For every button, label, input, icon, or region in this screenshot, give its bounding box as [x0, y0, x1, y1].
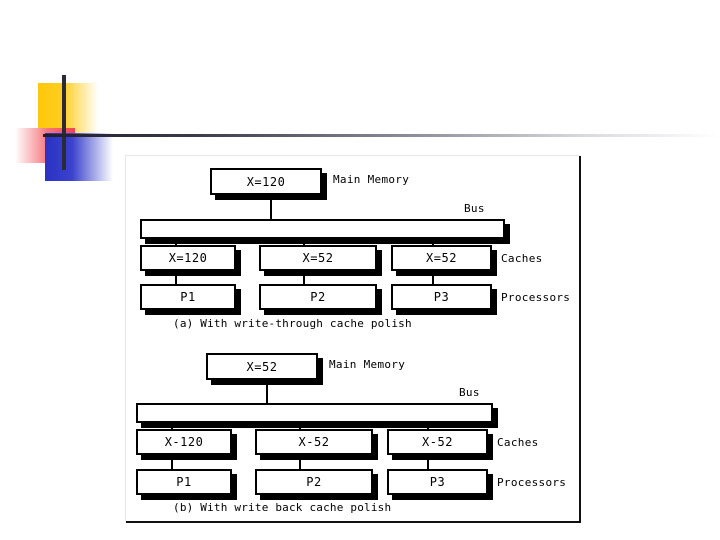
slide-logo	[0, 60, 260, 181]
main-memory-box-b: X=52	[206, 353, 318, 380]
cache-box-1-b: X-120	[136, 429, 232, 455]
logo-blue-square	[45, 133, 113, 181]
connector-memory-to-bus-b	[266, 380, 268, 405]
cache-box-3-b: X-52	[387, 429, 488, 455]
connector-cache-to-proc-2-a	[303, 271, 305, 285]
processor-box-3-a: P3	[391, 284, 492, 310]
bus-bar-a	[140, 219, 505, 239]
main-memory-label-a: Main Memory	[333, 173, 410, 186]
main-memory-label-b: Main Memory	[329, 358, 406, 371]
connector-memory-to-bus-a	[270, 195, 272, 221]
panel-a: X=120 Main Memory Bus X=120 X=52 X=52 Ca…	[126, 156, 581, 341]
processors-label-a: Processors	[501, 291, 571, 304]
cache-box-1-a: X=120	[140, 245, 236, 271]
connector-cache-to-proc-1-b	[171, 455, 173, 470]
panel-caption-b: (b) With write back cache polish	[173, 501, 392, 514]
cache-box-2-a: X=52	[259, 245, 377, 271]
caches-label-b: Caches	[497, 436, 539, 449]
connector-cache-to-proc-3-a	[432, 271, 434, 285]
connector-cache-to-proc-2-b	[299, 455, 301, 470]
panel-b: X=52 Main Memory Bus X-120 X-52 X-52 Cac…	[126, 341, 581, 523]
caches-label-a: Caches	[501, 252, 543, 265]
processor-box-1-a: P1	[140, 284, 236, 310]
processor-box-1-b: P1	[136, 469, 232, 495]
logo-vertical-rule	[62, 75, 66, 170]
cache-box-2-b: X-52	[255, 429, 373, 455]
logo-yellow-square	[38, 83, 98, 135]
figure-frame: X=120 Main Memory Bus X=120 X=52 X=52 Ca…	[125, 155, 581, 523]
processor-box-2-b: P2	[255, 469, 373, 495]
cache-box-3-a: X=52	[391, 245, 492, 271]
header-horizontal-rule	[43, 134, 720, 137]
processor-box-2-a: P2	[259, 284, 377, 310]
connector-cache-to-proc-3-b	[427, 455, 429, 470]
connector-cache-to-proc-1-a	[175, 271, 177, 285]
processors-label-b: Processors	[497, 476, 567, 489]
processor-box-3-b: P3	[387, 469, 488, 495]
bus-bar-b	[136, 403, 493, 423]
bus-label-b: Bus	[459, 386, 480, 399]
main-memory-box-a: X=120	[210, 168, 322, 195]
panel-caption-a: (a) With write-through cache polish	[173, 317, 412, 330]
bus-label-a: Bus	[464, 202, 485, 215]
